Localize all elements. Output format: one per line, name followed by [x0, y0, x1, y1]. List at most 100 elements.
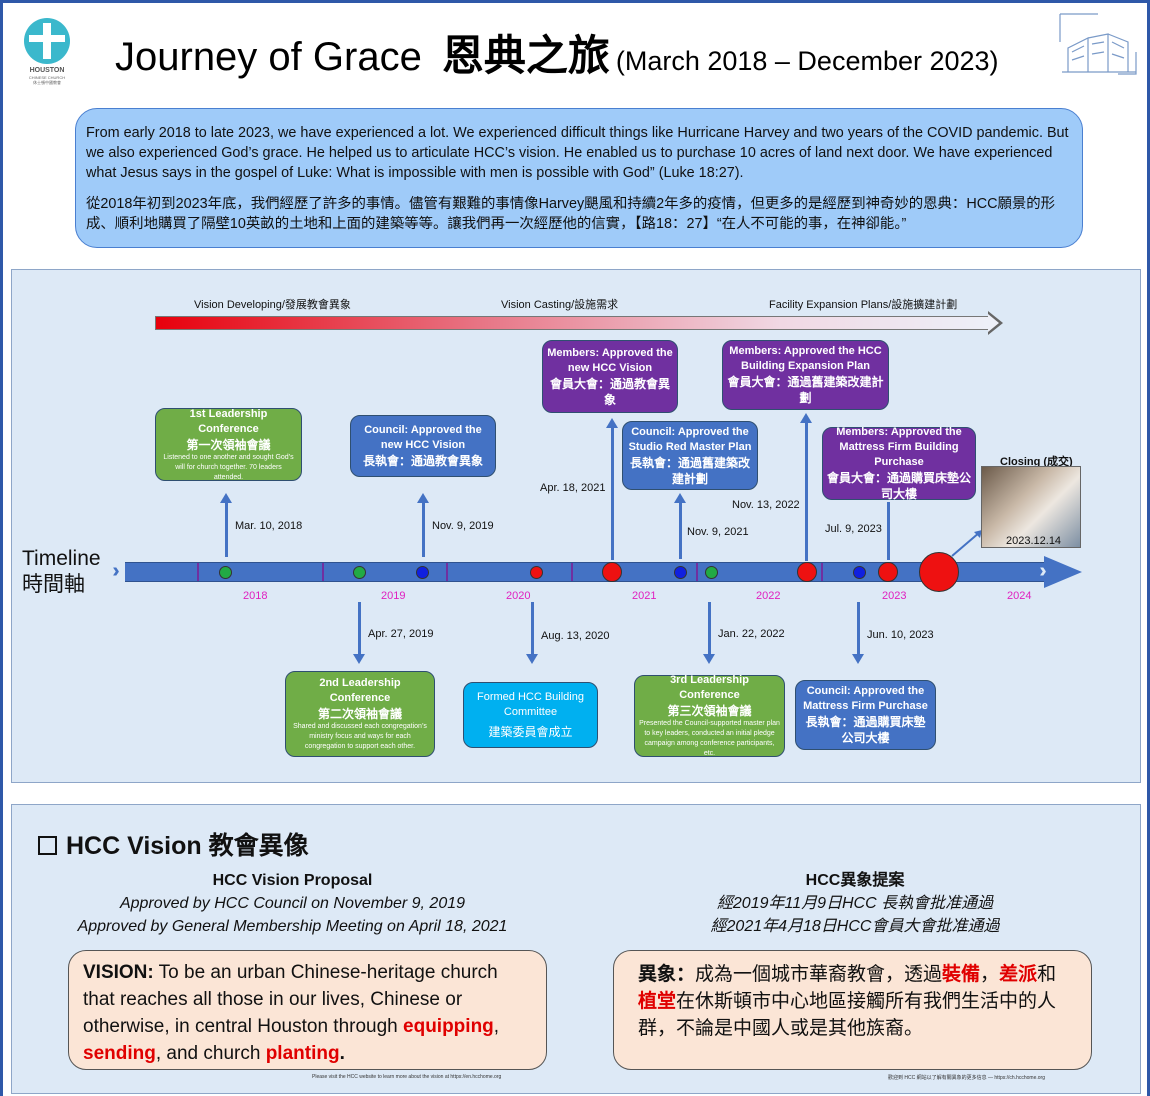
- connector: [679, 503, 682, 559]
- phase-label: Vision Developing/發展教會異象: [194, 299, 351, 311]
- logo-text: HOUSTON: [29, 67, 65, 74]
- arrow-up-icon: [800, 413, 812, 423]
- event-zh: 第一次領袖會議: [186, 437, 271, 452]
- intro-box: From early 2018 to late 2023, we have ex…: [75, 108, 1083, 248]
- event-date: Nov. 9, 2019: [432, 520, 494, 532]
- event-dot: [530, 566, 543, 579]
- arrow-down-icon: [703, 654, 715, 664]
- event-zh: 長執會：通過舊建築改建計劃: [629, 455, 750, 486]
- cross-icon: [24, 18, 70, 64]
- year-divider: [446, 563, 448, 581]
- vision-en-approvals: HCC Vision Proposal Approved by HCC Coun…: [40, 869, 545, 938]
- arrow-up-icon: [220, 493, 232, 503]
- event-title: Members: Approved the Mattress Firm Buil…: [836, 426, 962, 468]
- arrow-up-icon: [606, 418, 618, 428]
- event-box-mattress-members: Members: Approved the Mattress Firm Buil…: [822, 426, 976, 501]
- closing-photo: [981, 466, 1081, 548]
- timeline-bar: [125, 562, 1045, 582]
- vision-text: , and church: [155, 1043, 266, 1064]
- year-divider: [696, 563, 698, 581]
- event-title: Members: Approved the new HCC Vision: [547, 346, 673, 374]
- vision-keyword: equipping: [403, 1016, 494, 1037]
- year-label: 2024: [1007, 590, 1032, 602]
- intro-en: From early 2018 to late 2023, we have ex…: [86, 125, 1069, 181]
- vision-text: To be an urban Chinese-heritage church t…: [83, 962, 498, 1037]
- phase-label: Facility Expansion Plans/設施擴建計劃: [769, 299, 958, 311]
- vision-en-box: VISION: To be an urban Chinese-heritage …: [68, 950, 547, 1070]
- connector: [708, 602, 711, 654]
- year-label: 2021: [632, 590, 657, 602]
- year-label: 2022: [756, 590, 781, 602]
- year-label: 2020: [506, 590, 531, 602]
- vision-zh-approvals: HCC異象提案 經2019年11月9日HCC 長執會批准通過 經2021年4月1…: [600, 869, 1110, 938]
- arrow-up-icon: [674, 493, 686, 503]
- vision-keyword: 裝備: [942, 964, 981, 985]
- timeline-arrow-head: [1044, 556, 1082, 588]
- arrow-down-icon: [526, 654, 538, 664]
- year-divider: [821, 563, 823, 581]
- vision-en-line1: Approved by HCC Council on November 9, 2…: [119, 895, 466, 912]
- arrow-up-icon: [417, 493, 429, 503]
- closing-dot: [919, 552, 959, 592]
- arrow-down-icon: [353, 654, 365, 664]
- event-box-lc3: 3rd Leadership Conference 第三次領袖會議 Presente…: [634, 674, 785, 757]
- church-logo: HOUSTON CHINESE CHURCH 休士頓中國教會: [22, 18, 72, 85]
- closing-pointer: [951, 530, 982, 557]
- event-dot: [219, 566, 232, 579]
- title-range: (March 2018 – December 2023): [615, 46, 999, 76]
- event-dot: [797, 562, 817, 582]
- vision-en-line2: Approved by General Membership Meeting o…: [77, 918, 508, 935]
- event-title: 2nd Leadership Conference: [319, 677, 401, 704]
- year-divider: [571, 563, 573, 581]
- vision-text: .: [339, 1043, 345, 1064]
- intro-zh: 從2018年初到2023年底，我們經歷了許多的事情。儘管有艱難的事情像Harve…: [86, 196, 1056, 232]
- event-desc: Shared and discussed each congregation’s…: [293, 723, 427, 750]
- event-title: 3rd Leadership Conference: [670, 674, 749, 701]
- event-box-studio-red: Council: Approved the Studio Red Master …: [622, 421, 758, 490]
- connector: [531, 602, 534, 654]
- connector: [805, 423, 808, 561]
- year-divider: [322, 563, 324, 581]
- vision-label: 異象：: [638, 964, 696, 985]
- event-zh: 會員大會：通過購買床墊公司大樓: [827, 471, 972, 501]
- year-label: 2018: [243, 590, 268, 602]
- event-zh: 第二次領袖會議: [317, 707, 402, 721]
- vision-text: 和: [1037, 964, 1057, 985]
- vision-en-title: HCC Vision Proposal: [212, 872, 373, 889]
- event-dot: [353, 566, 366, 579]
- event-zh: 長執會：通過教會異象: [362, 454, 483, 468]
- vision-en-footnote: Please visit the HCC website to learn mo…: [312, 1074, 502, 1080]
- event-zh: 會員大會：通過舊建築改建計劃: [727, 375, 884, 405]
- year-divider: [197, 563, 199, 581]
- connector: [358, 602, 361, 654]
- event-title: 1st Leadership Conference: [189, 407, 268, 435]
- event-dot: [602, 562, 622, 582]
- event-box-lc2: 2nd Leadership Conference 第二次領袖會議 Shared a…: [285, 671, 435, 757]
- event-desc: Presented the Council-supported master p…: [639, 720, 780, 757]
- event-date: Jun. 10, 2023: [867, 629, 934, 641]
- vision-text: 在休斯頓市中心地區接觸所有我們生活中的人群，不論是中國人或是其他族裔。: [638, 991, 1057, 1039]
- connector: [422, 503, 425, 557]
- connector: [887, 502, 890, 560]
- title-en: Journey of Grace: [115, 35, 422, 79]
- event-date: Mar. 10, 2018: [235, 520, 303, 532]
- event-zh: 第三次領袖會議: [667, 704, 752, 718]
- arrow-down-icon: [852, 654, 864, 664]
- timeline-label-en: Timeline: [22, 547, 101, 570]
- vision-text: 成為一個城市華裔教會，透過: [695, 964, 943, 985]
- vision-heading-text: HCC Vision 教會異像: [66, 832, 309, 860]
- vision-keyword: sending: [83, 1043, 156, 1064]
- vision-keyword: planting: [265, 1043, 340, 1064]
- event-dot: [878, 562, 898, 582]
- event-dot: [674, 566, 687, 579]
- event-date: Nov. 13, 2022: [732, 499, 800, 511]
- event-zh: 會員大會：通過教會異象: [549, 376, 670, 407]
- vision-zh-line2: 經2021年4月18日HCC會員大會批准通過: [710, 918, 1000, 935]
- event-title: Members: Approved the HCC Building Expan…: [729, 345, 882, 372]
- year-label: 2019: [381, 590, 406, 602]
- event-date: Apr. 27, 2019: [368, 628, 434, 640]
